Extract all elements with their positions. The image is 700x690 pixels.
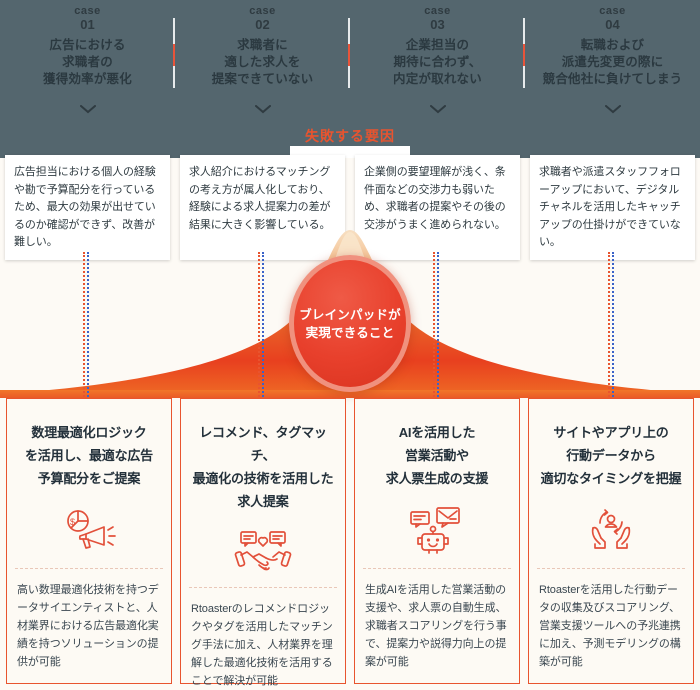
solution-body-04: Rtoasterを活用した行動データの収集及びスコアリング、営業支援ツールへの予… [539, 584, 681, 668]
case-divider-accent [348, 44, 350, 66]
chevron-down-icon [429, 105, 446, 114]
solution-body-03: 生成AIを活用した営業活動の支援や、求人票の自動生成、求職者スコアリングを行う事… [365, 584, 507, 668]
case-columns: case 01 広告における求職者の獲得効率が悪化 case 02 求職者に適し… [0, 0, 700, 120]
center-highlight-circle: ブレインパッドが実現できること [289, 255, 411, 392]
solution-card-03[interactable]: AIを活用した営業活動や求人票生成の支援 [354, 398, 520, 684]
chevron-down-icon [604, 105, 621, 114]
case-title-01: 広告における求職者の獲得効率が悪化 [43, 38, 132, 86]
case-word-02: case [249, 5, 276, 17]
svg-text:$: $ [70, 517, 75, 527]
connector-line-accent-03 [433, 252, 435, 400]
chevron-down-icon [254, 105, 271, 114]
mountain-base-bar [0, 390, 700, 398]
case-word-01: case [74, 5, 101, 17]
robot-message-icon [405, 504, 469, 556]
case-number-03: 03 [430, 17, 445, 32]
case-number-01: 01 [80, 17, 95, 32]
connector-line-03 [437, 252, 439, 400]
reason-box-01: 広告担当における個人の経験や勘で予算配分を行っているため、最大の効果が出せている… [5, 155, 170, 260]
card-divider [189, 587, 337, 588]
top-case-band: case 01 広告における求職者の獲得効率が悪化 case 02 求職者に適し… [0, 0, 700, 152]
case-word-03: case [424, 5, 451, 17]
solution-title-01: 数理最適化ロジックを活用し、最適な広告予算配分をご提案 [24, 425, 153, 486]
reason-box-02: 求人紹介におけるマッチングの考え方が属人化しており、経験による求人提案力の差が結… [180, 155, 345, 260]
case-column-04: case 04 転職および派遣先変更の際に競合他社に負けてしまう [525, 0, 700, 120]
card-divider [537, 568, 685, 569]
failure-reason-banner: 失敗する要因 [0, 120, 700, 152]
card-divider [15, 568, 163, 569]
case-title-02: 求職者に適した求人を提案できていない [211, 38, 314, 86]
solution-title-04: サイトやアプリ上の行動データから適切なタイミングを把握 [540, 425, 682, 486]
connector-line-accent-02 [258, 252, 260, 400]
card-divider [363, 568, 511, 569]
reason-box-row: 広告担当における個人の経験や勘で予算配分を行っているため、最大の効果が出せている… [0, 155, 700, 260]
solution-card-01[interactable]: 数理最適化ロジックを活用し、最適な広告予算配分をご提案 $ 高い数理最適化技術を… [6, 398, 172, 684]
center-circle-label: ブレインパッドが実現できること [299, 307, 401, 340]
connector-line-accent-04 [608, 252, 610, 400]
connector-line-accent-01 [83, 252, 85, 400]
chevron-down-icon [79, 105, 96, 114]
megaphone-chart-icon: $ [57, 504, 121, 556]
solution-body-02: Rtoasterのレコメンドロジックやタグを活用したマッチング手法に加え、人材業… [191, 603, 333, 687]
case-divider-accent [523, 44, 525, 66]
solution-card-04[interactable]: サイトやアプリ上の行動データから適切なタイミングを把握 Rtoasterを活用 [528, 398, 694, 684]
case-number-04: 04 [605, 17, 620, 32]
reason-box-04: 求職者や派遣スタッフフォローアップにおいて、デジタルチャネルを活用したキャッチア… [530, 155, 695, 260]
connector-line-02 [262, 252, 264, 400]
case-number-02: 02 [255, 17, 270, 32]
solution-card-02[interactable]: レコメンド、タグマッチ、最適化の技術を活用した求人提案 [180, 398, 346, 687]
case-title-04: 転職および派遣先変更の際に競合他社に負けてしまう [542, 38, 683, 86]
case-column-03: case 03 企業担当の期待に合わず、内定が取れない [350, 0, 525, 120]
case-column-02: case 02 求職者に適した求人を提案できていない [175, 0, 350, 120]
case-title-03: 企業担当の期待に合わず、内定が取れない [393, 38, 482, 86]
handshake-chat-icon [231, 527, 295, 575]
reason-box-03: 企業側の要望理解が浅く、条件面などの交渉力も弱いため、求職者の提案やその後の交渉… [355, 155, 520, 260]
solution-title-02: レコメンド、タグマッチ、最適化の技術を活用した求人提案 [192, 425, 334, 509]
connector-line-01 [87, 252, 89, 400]
case-divider-accent [173, 44, 175, 66]
case-word-04: case [599, 5, 626, 17]
solution-body-01: 高い数理最適化技術を持つデータサイエンティストと、人材業界における広告最適化実績… [17, 584, 159, 668]
solution-title-03: AIを活用した営業活動や求人票生成の支援 [385, 425, 489, 486]
failure-reason-label: 失敗する要因 [305, 128, 395, 144]
hands-person-cycle-icon [579, 504, 643, 556]
solution-card-row: 数理最適化ロジックを活用し、最適な広告予算配分をご提案 $ 高い数理最適化技術を… [0, 398, 700, 687]
connector-line-04 [612, 252, 614, 400]
case-column-01: case 01 広告における求職者の獲得効率が悪化 [0, 0, 175, 120]
